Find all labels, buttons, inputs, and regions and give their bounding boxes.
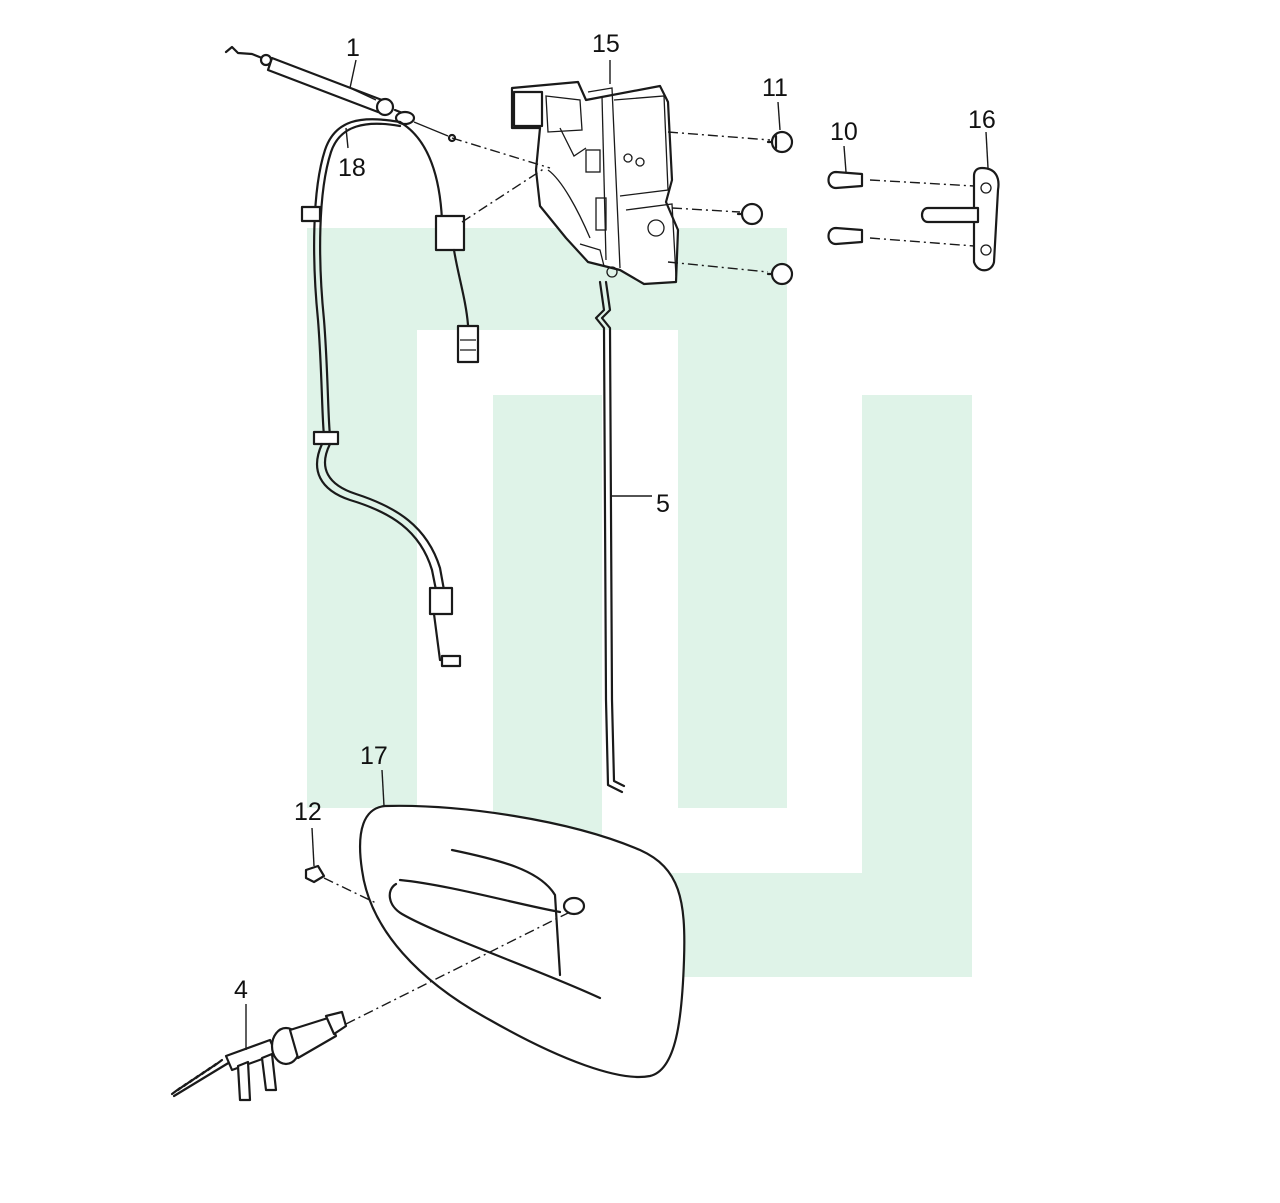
callout-16: 16 [968,106,996,134]
part-5-rod [594,280,626,794]
callout-18: 18 [338,154,366,182]
part-1-cable-rod [224,45,457,143]
callouts: 1 15 11 10 16 18 5 17 12 4 [234,30,996,1004]
part-16-striker [920,166,1000,272]
callout-1: 1 [346,34,360,62]
part-17-handle-bezel [358,804,686,1078]
callout-15: 15 [592,30,620,58]
part-11-screws [736,130,794,286]
callout-5: 5 [656,490,670,518]
part-15-lock-mechanism [510,80,680,286]
callout-12: 12 [294,798,322,826]
part-18-cable-assembly [300,118,480,668]
part-12-nut [304,864,326,884]
watermark-shape-left [307,228,787,808]
part-10-bolts [827,170,864,246]
callout-17: 17 [360,742,388,770]
alignment-lines [323,131,975,1025]
callout-11: 11 [762,74,788,102]
callout-10: 10 [830,118,858,146]
callout-4: 4 [234,976,248,1004]
leader-lines [245,59,989,1050]
part-4-lock-cylinder [170,1010,348,1102]
